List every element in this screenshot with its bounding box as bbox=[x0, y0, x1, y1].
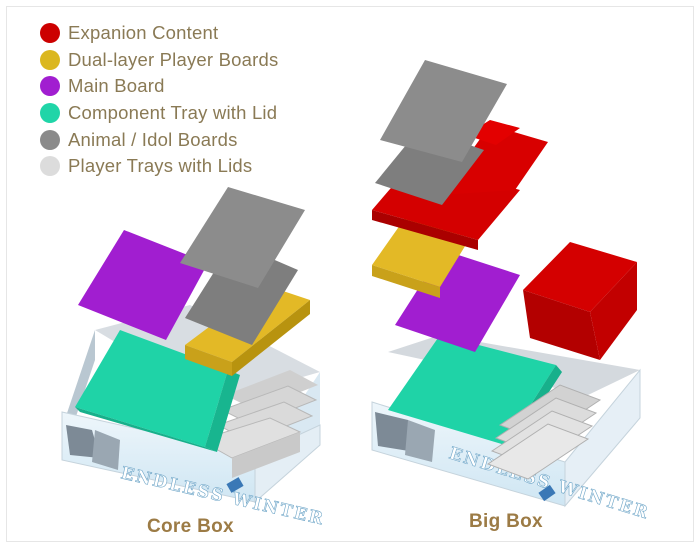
core-box-logo bbox=[226, 477, 244, 493]
big-box: ENDLESS WINTER bbox=[371, 60, 652, 524]
legend-item-player-boards: Dual-layer Player Boards bbox=[40, 47, 278, 74]
legend-swatch-red bbox=[40, 23, 60, 44]
core-box: ENDLESS WINTER bbox=[61, 187, 327, 530]
big-box-logo bbox=[538, 484, 556, 502]
legend-label: Component Tray with Lid bbox=[68, 102, 278, 124]
legend-label: Main Board bbox=[68, 75, 165, 97]
legend-item-expansion: Expanion Content bbox=[40, 20, 278, 47]
legend-label: Dual-layer Player Boards bbox=[68, 48, 279, 70]
big-main-board bbox=[395, 250, 520, 352]
legend-item-main-board: Main Board bbox=[40, 73, 278, 100]
core-box-caption: Core Box bbox=[147, 516, 234, 537]
big-player-trays bbox=[486, 384, 602, 480]
legend-swatch-purple bbox=[40, 76, 60, 97]
legend-label: Player Trays with Lids bbox=[68, 155, 253, 177]
legend-label: Expanion Content bbox=[68, 22, 219, 44]
big-box-caption: Big Box bbox=[469, 511, 543, 532]
image-frame bbox=[6, 6, 694, 542]
legend-label: Animal / Idol Boards bbox=[68, 128, 238, 150]
big-box-side-face bbox=[564, 368, 641, 508]
core-animal-board-upper bbox=[180, 187, 305, 288]
legend-item-component-tray: Component Tray with Lid bbox=[40, 100, 278, 127]
core-box-art-feathers bbox=[66, 425, 100, 458]
core-main-board bbox=[78, 230, 208, 340]
big-box-art-figure bbox=[405, 420, 435, 462]
legend: Expanion Content Dual-layer Player Board… bbox=[40, 20, 278, 180]
core-box-art-figure bbox=[92, 430, 120, 470]
big-box-art-feathers bbox=[375, 412, 415, 452]
legend-swatch-teal bbox=[40, 103, 60, 124]
legend-swatch-yellow bbox=[40, 49, 60, 70]
legend-item-player-trays: Player Trays with Lids bbox=[40, 153, 278, 180]
big-expansion-box bbox=[523, 242, 637, 360]
legend-swatch-light-gray bbox=[40, 156, 60, 177]
legend-item-animal-boards: Animal / Idol Boards bbox=[40, 126, 278, 153]
legend-swatch-gray bbox=[40, 129, 60, 150]
big-animal-board-upper bbox=[380, 60, 507, 162]
core-player-trays bbox=[198, 370, 318, 478]
